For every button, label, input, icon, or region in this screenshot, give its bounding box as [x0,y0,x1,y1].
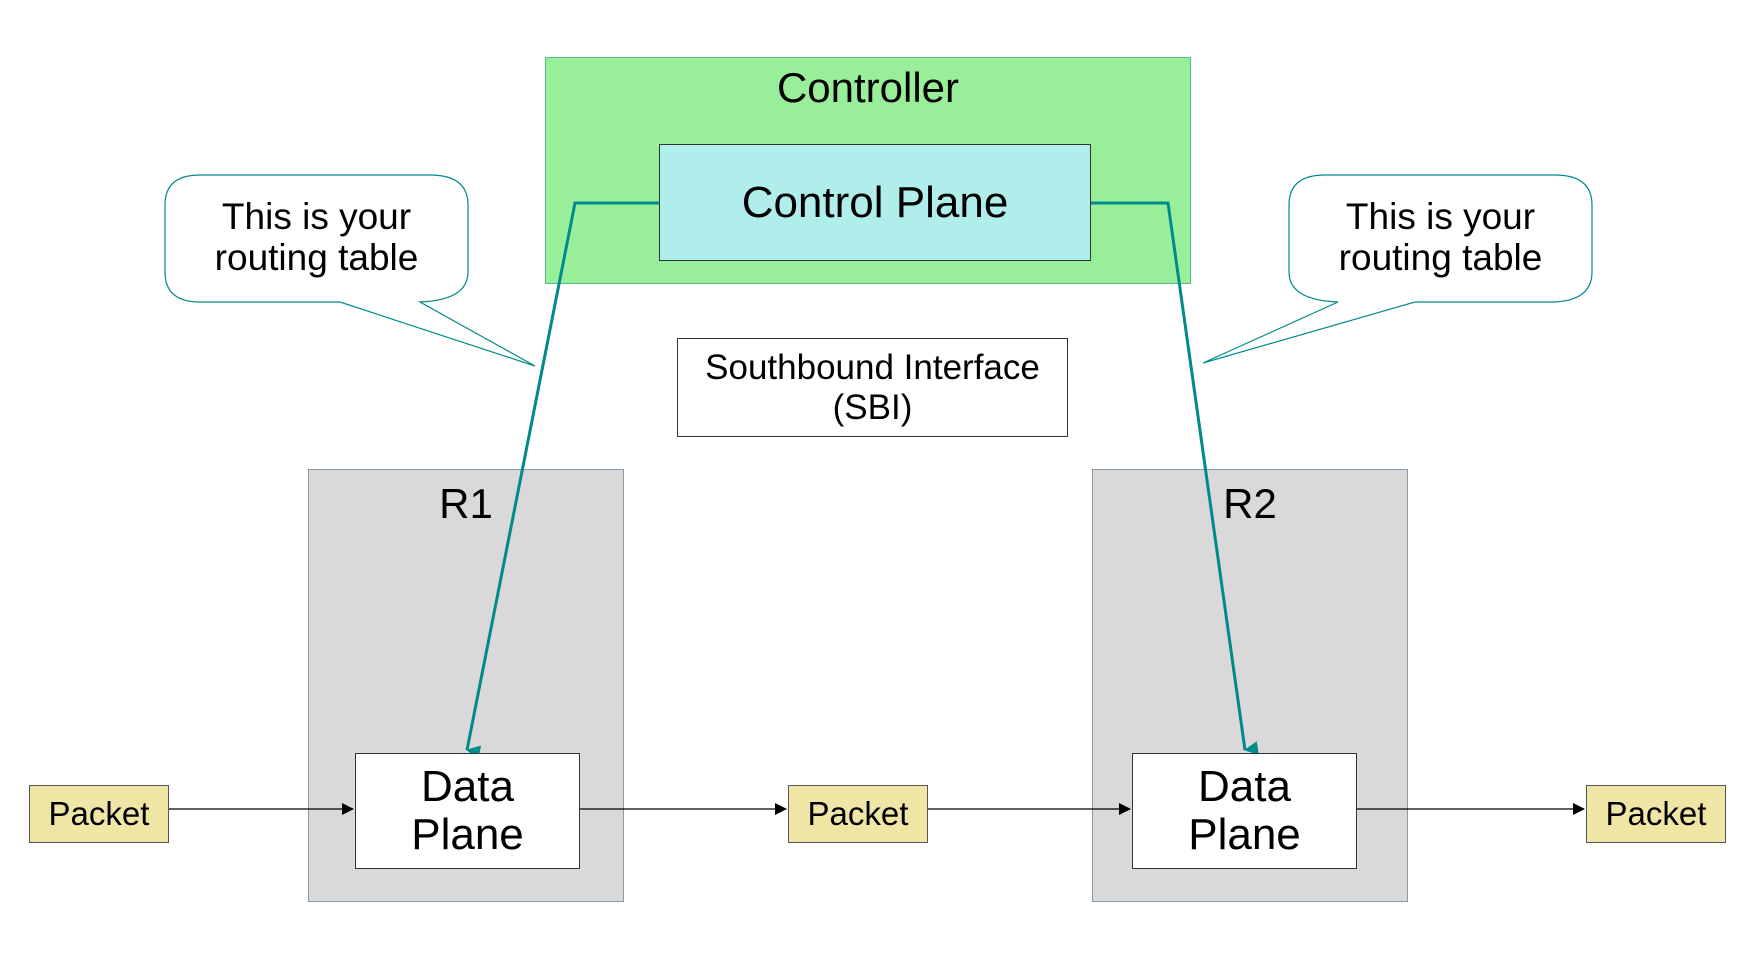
data-plane-r1: Data Plane [355,753,580,869]
packet-destination: Packet [1586,785,1726,843]
data-plane-r2: Data Plane [1132,753,1357,869]
callout-text-left: This is your routing table [214,196,419,278]
sbi-line-r1 [465,201,659,760]
callout-text-right: This is your routing table [1338,196,1543,278]
control-plane-box: Control Plane [659,144,1091,261]
data-plane-r1-label: Data Plane [411,762,524,859]
data-plane-r2-label: Data Plane [1188,762,1301,859]
sbi-label: Southbound Interface (SBI) [677,338,1068,437]
sbi-line-r2 [1091,201,1259,756]
controller-title: Controller [776,64,960,111]
callout-bubble-left [164,174,536,367]
callout-bubble-right [1202,174,1593,364]
packet-source: Packet [29,785,169,843]
router-r2-title: R2 [1223,480,1277,527]
router-r1-title: R1 [439,480,493,527]
packet-middle: Packet [788,785,928,843]
